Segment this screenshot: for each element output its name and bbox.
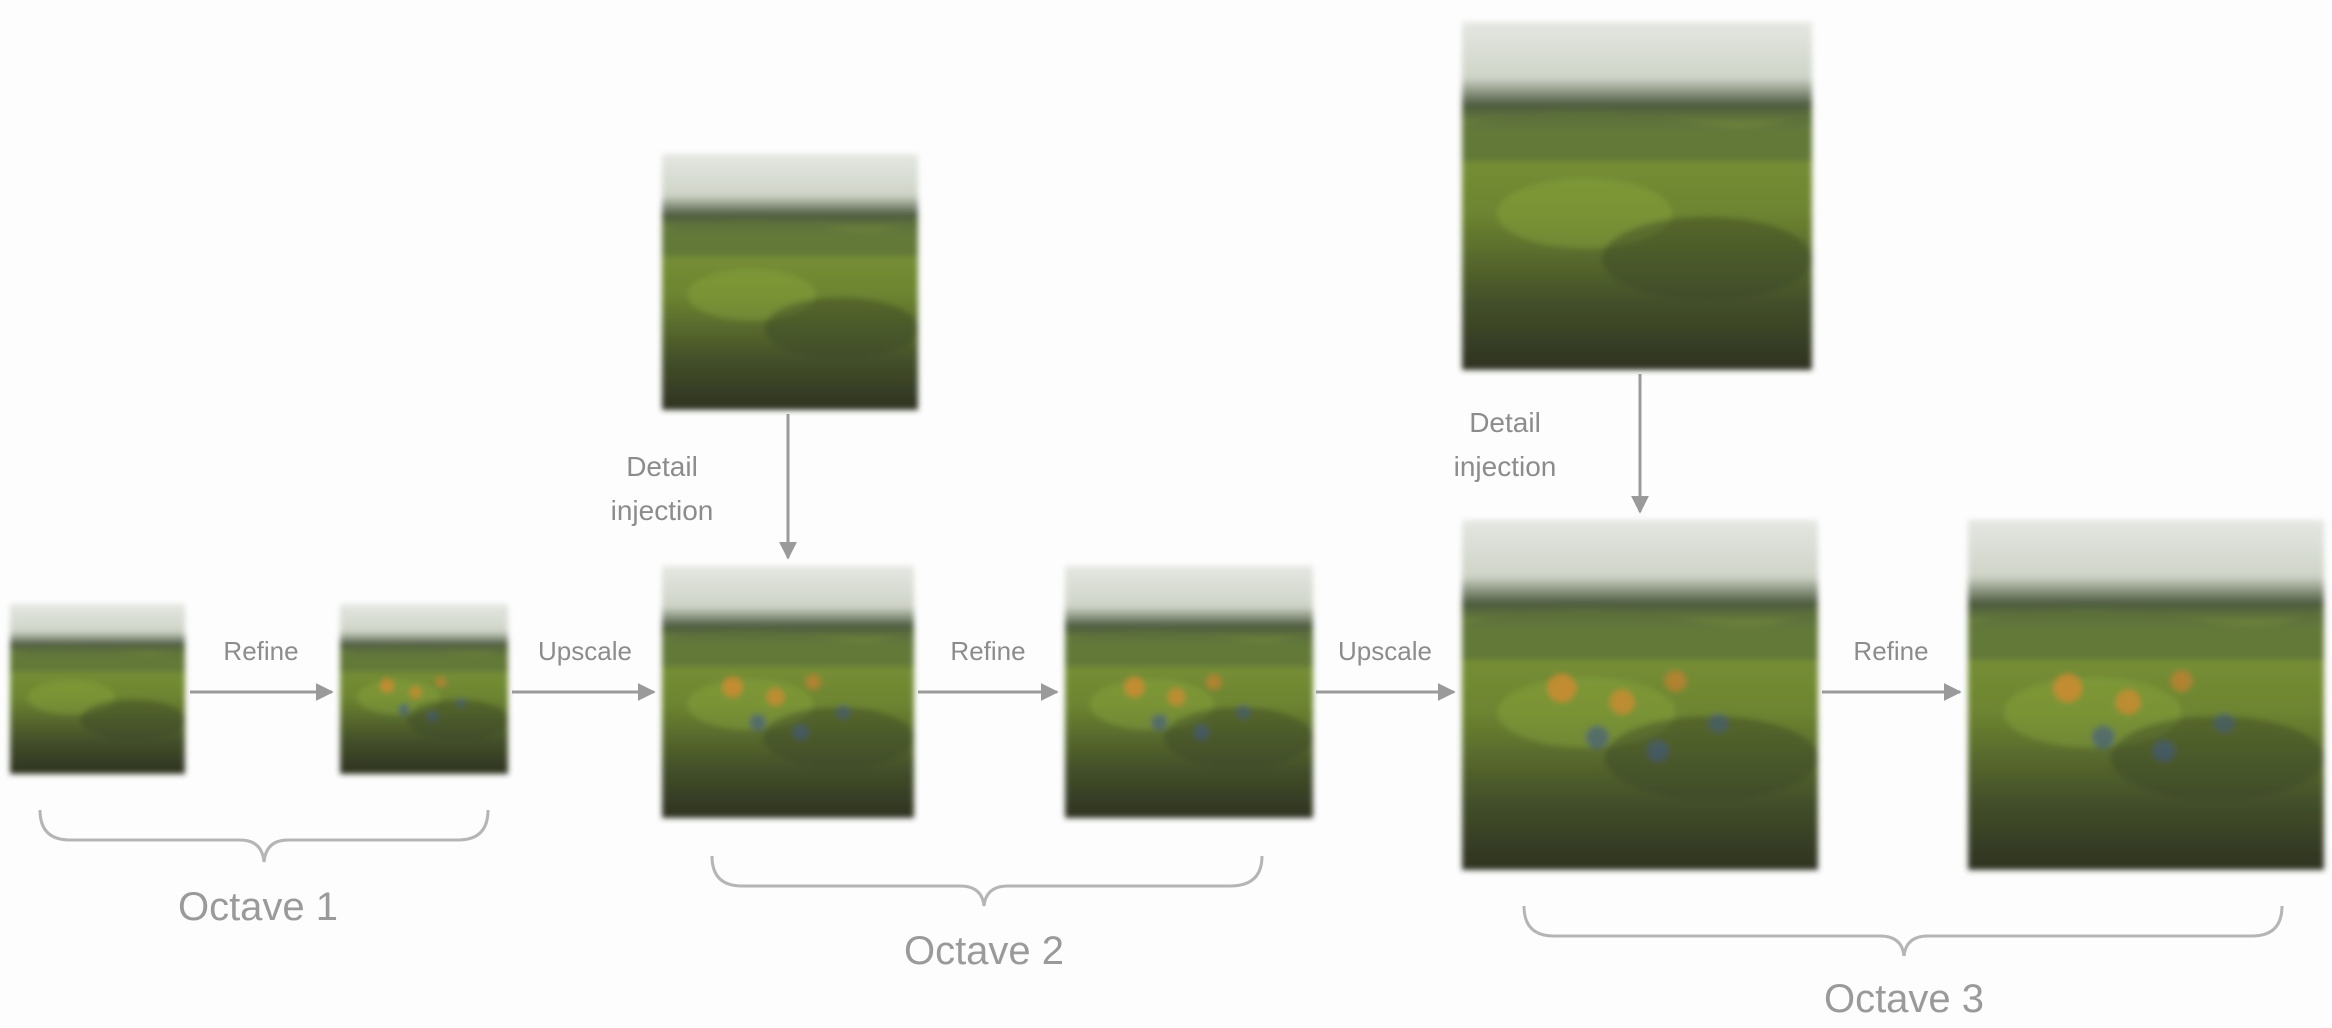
octave-2-label: Octave 2 [904, 929, 1064, 973]
octave-1-label: Octave 1 [178, 885, 338, 929]
refine-label-2: Refine [950, 636, 1025, 666]
upscale-label-2: Upscale [1338, 636, 1432, 666]
octave3-refined-image [1968, 520, 2324, 870]
octave1-input-image [10, 604, 185, 774]
octave3-upscaled-image [1462, 520, 1818, 870]
octave1-brace [38, 809, 490, 863]
octave-3-label: Octave 3 [1824, 977, 1984, 1021]
octave2-refined-image [1065, 566, 1313, 818]
octave2-brace [710, 855, 1264, 907]
octave3-brace [1522, 905, 2284, 957]
upscale-label-1: Upscale [538, 636, 632, 666]
octave2-upscaled-image [662, 566, 914, 818]
detail-injection-label-2-line2: injection [1454, 451, 1557, 482]
detail-injection-label-2-line1: Detail [1469, 407, 1541, 438]
octave1-refined-image [340, 604, 508, 774]
detail-injection-label-1-line1: Detail [626, 451, 698, 482]
octave3-detail-image [1462, 22, 1812, 370]
refine-label-1: Refine [223, 636, 298, 666]
refine-label-3: Refine [1853, 636, 1928, 666]
detail-injection-label-1-line2: injection [611, 495, 714, 526]
octave2-detail-image [662, 154, 918, 410]
